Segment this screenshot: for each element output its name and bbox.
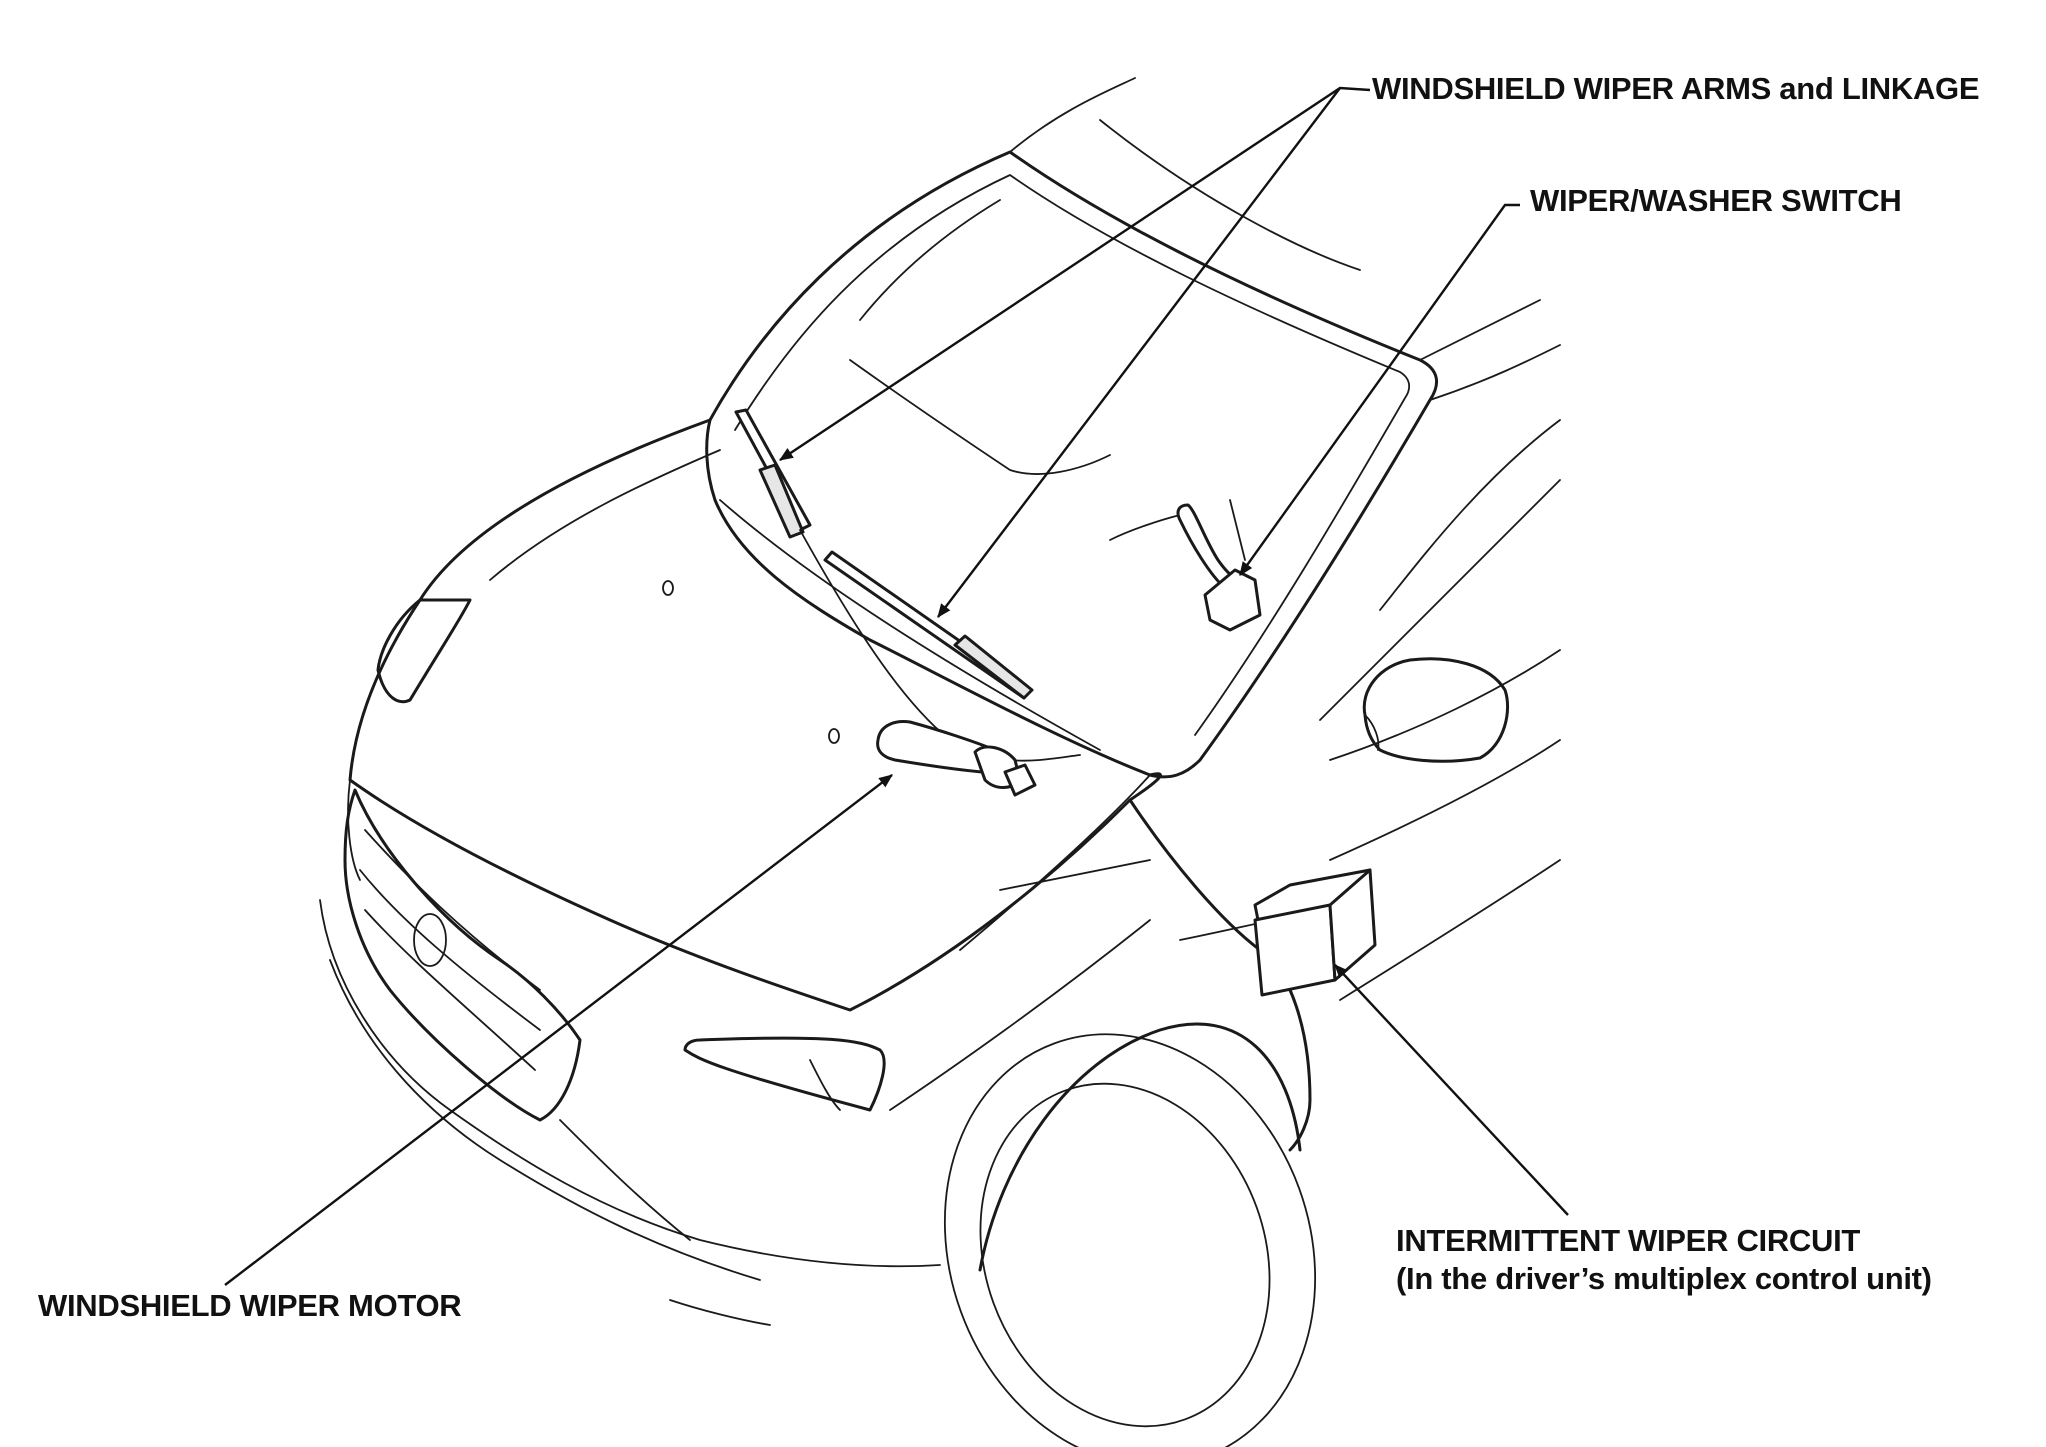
a-pillar: [1419, 299, 1541, 361]
motor-connector: [1003, 763, 1037, 797]
fender-arch: [978, 1022, 1302, 1272]
roof-line-rear: [1099, 119, 1361, 271]
label-intermittent-circuit: INTERMITTENT WIPER CIRCUIT: [1396, 1223, 1861, 1258]
leader-circuit: [1334, 964, 1569, 1216]
door-line: [1329, 649, 1561, 761]
dashboard-line-2: [1109, 514, 1181, 541]
leader-motor: [224, 774, 893, 1286]
side-body-line: [889, 919, 1151, 1111]
leader-arms-2: [937, 87, 1341, 618]
grille-bar-3: [364, 909, 536, 1071]
label-wiper-arms-linkage: WINDSHIELD WIPER ARMS and LINKAGE: [1372, 71, 1980, 106]
emblem: [413, 913, 447, 967]
grille-outline: [343, 788, 582, 1122]
headlight-left: [376, 598, 472, 704]
front-bumper-lower: [329, 959, 761, 1281]
switch-body: [1203, 568, 1262, 632]
wiper-blade-left: [758, 463, 805, 539]
control-unit-side: [1328, 868, 1377, 982]
washer-nozzle-1: [662, 580, 674, 596]
mirror-inner: [1229, 499, 1246, 561]
washer-nozzle-2: [828, 728, 840, 744]
roof-line: [1009, 77, 1136, 153]
windshield-inner: [734, 174, 1411, 736]
hood-crease: [489, 449, 721, 581]
leader-arms-1: [779, 86, 1371, 461]
wiper-blade-right: [953, 634, 1034, 700]
dashboard-line: [849, 359, 1111, 475]
leader-switch: [1239, 203, 1520, 576]
side-window-line: [1379, 419, 1561, 611]
hood-outline: [348, 418, 1162, 1012]
side-window-line-2: [1319, 479, 1561, 721]
label-intermittent-circuit-location: (In the driver’s multiplex control unit): [1396, 1261, 1932, 1296]
hood-crease-2: [959, 774, 1151, 951]
front-bumper: [319, 899, 941, 1268]
side-mirror: [1362, 657, 1509, 763]
label-wiper-washer-switch: WIPER/WASHER SWITCH: [1530, 183, 1902, 218]
grille-bar-2: [359, 869, 541, 1031]
front-wheel: [943, 1033, 1317, 1447]
door-line-2: [1339, 859, 1561, 1001]
front-wheel-inner: [979, 1082, 1271, 1428]
windshield-outline: [705, 150, 1439, 779]
belt-line: [1329, 739, 1561, 861]
headlight-right: [683, 1036, 886, 1112]
cowl-line: [719, 499, 1101, 751]
motor-body: [876, 720, 992, 774]
fender-crease: [999, 859, 1151, 891]
control-unit-front: [1253, 903, 1337, 997]
side-window-top: [1429, 344, 1561, 401]
switch-stalk: [1176, 503, 1237, 590]
grille-bar-1: [364, 829, 541, 991]
headlight-right-inner: [809, 1059, 841, 1111]
hood-edge-front: [347, 779, 361, 881]
leader-lines: [224, 86, 1569, 1286]
interior-line: [859, 199, 1001, 321]
label-wiper-motor: WINDSHIELD WIPER MOTOR: [38, 1288, 462, 1323]
side-mirror-edge: [1364, 714, 1380, 751]
fog-vent: [669, 1299, 771, 1326]
bumper-edge: [559, 1119, 691, 1241]
